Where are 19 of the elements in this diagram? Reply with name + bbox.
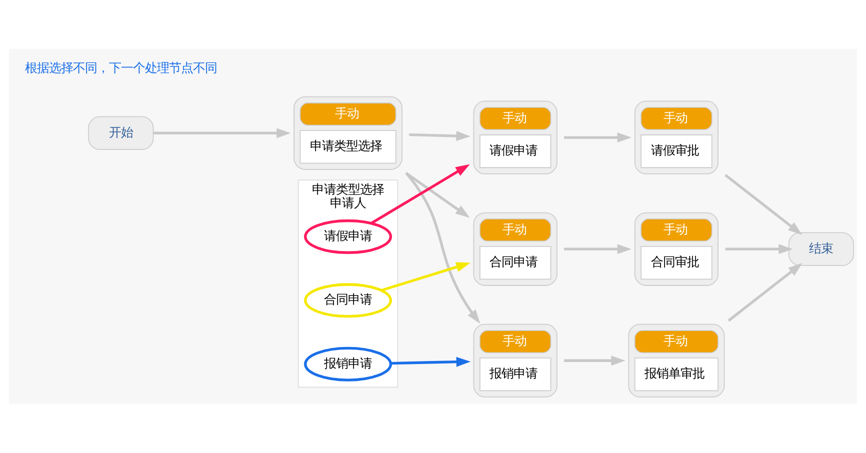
arrow: [380, 262, 470, 292]
arrow: [405, 172, 480, 324]
arrow: [153, 128, 291, 138]
arrow: [409, 131, 470, 141]
node-ellipse: 报销申请: [304, 346, 392, 382]
node-ellipse: 合同申请: [304, 283, 392, 318]
arrow: [564, 356, 626, 366]
arrow: [564, 132, 632, 142]
arrow: [728, 263, 802, 322]
arrow: [370, 164, 470, 224]
node-box: 结束: [788, 232, 854, 266]
arrow: [564, 244, 632, 254]
arrow: [405, 172, 470, 218]
arrow: [725, 244, 793, 254]
arrow: [390, 356, 471, 367]
label: 根据选择不同，下一个处理节点不同: [24, 60, 217, 75]
node-ellipse: 请假申请: [304, 219, 392, 254]
node-box: 开始: [88, 116, 154, 150]
arrow: [724, 174, 802, 235]
